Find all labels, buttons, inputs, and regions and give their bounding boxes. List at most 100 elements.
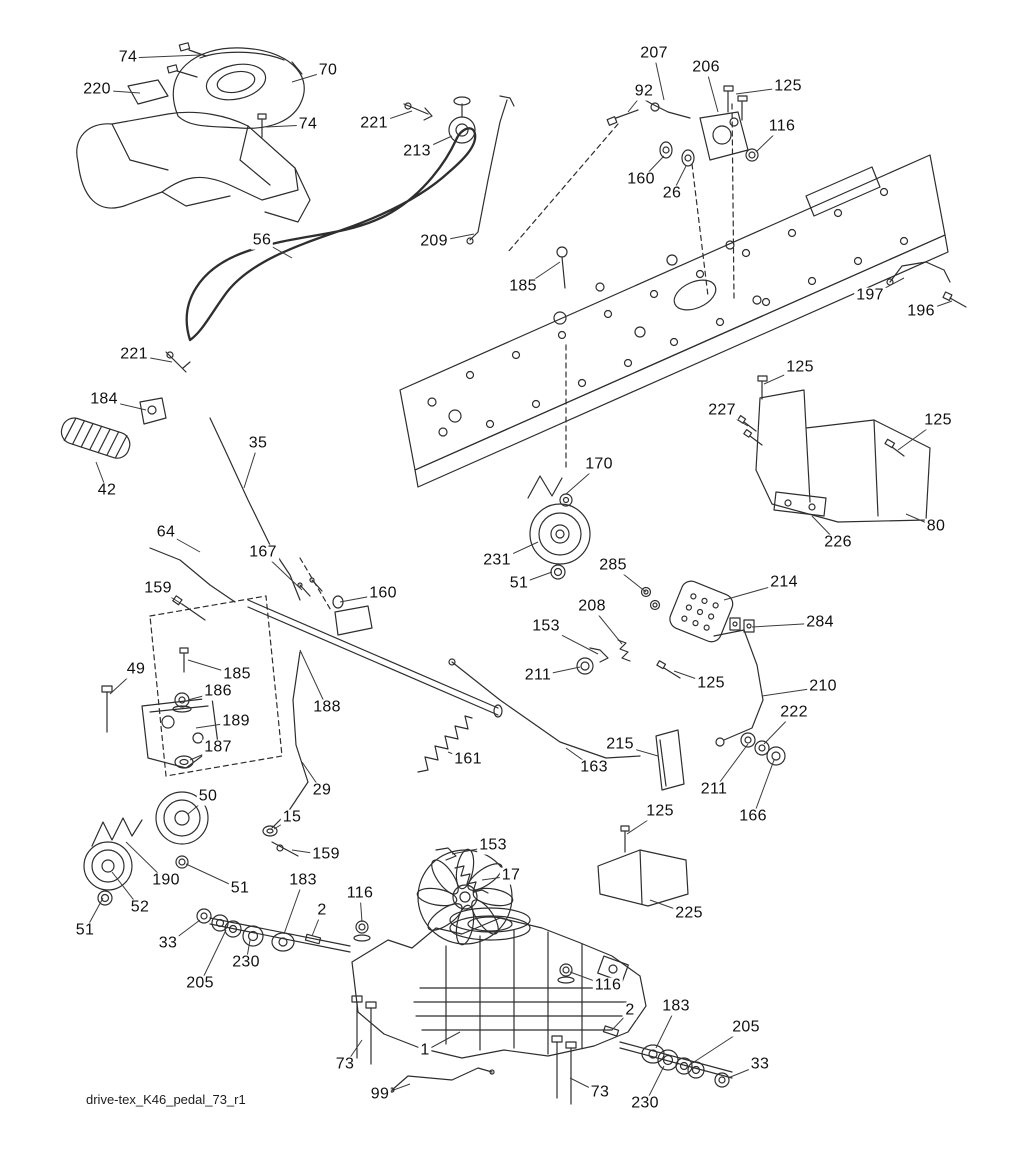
part-callout-225: 225 <box>673 904 705 923</box>
leader-line <box>127 54 201 59</box>
part-callout-197: 197 <box>854 286 886 305</box>
part-callout-184: 184 <box>88 390 120 409</box>
part-callout-2: 2 <box>623 1001 637 1020</box>
part-220-shape <box>127 79 169 105</box>
part-callout-125: 125 <box>772 77 804 96</box>
part-callout-188: 188 <box>311 698 343 717</box>
part-callout-52: 52 <box>128 898 152 917</box>
part-callout-159: 159 <box>142 579 174 598</box>
fender-panel <box>76 111 311 223</box>
part-callout-42: 42 <box>95 481 119 500</box>
part-callout-153: 153 <box>477 836 509 855</box>
part-callout-220: 220 <box>81 80 113 99</box>
part-callout-226: 226 <box>822 533 854 552</box>
part-callout-116: 116 <box>766 117 798 136</box>
part-callout-167: 167 <box>247 543 279 562</box>
part-callout-50: 50 <box>196 787 220 806</box>
pedal-shaft-assembly <box>60 351 503 857</box>
part-callout-17: 17 <box>499 866 523 885</box>
part-callout-205: 205 <box>184 974 216 993</box>
part-callout-74: 74 <box>296 115 320 134</box>
part-callout-227: 227 <box>706 401 738 420</box>
part-callout-284: 284 <box>804 613 836 632</box>
pulley-231-group <box>527 475 591 580</box>
part-callout-221: 221 <box>358 114 390 133</box>
part-callout-170: 170 <box>583 455 615 474</box>
part-callout-183: 183 <box>287 871 319 890</box>
part-callout-190: 190 <box>150 871 182 890</box>
engine-cover <box>127 42 305 138</box>
part-callout-205: 205 <box>730 1018 762 1037</box>
shield-80-group <box>737 375 931 523</box>
part-callout-196: 196 <box>905 302 937 321</box>
part-callout-33: 33 <box>156 934 180 953</box>
bolt-74-icon <box>166 42 267 138</box>
part-callout-183: 183 <box>660 997 692 1016</box>
part-callout-206: 206 <box>690 58 722 77</box>
part-callout-222: 222 <box>778 703 810 722</box>
part-callout-207: 207 <box>638 44 670 63</box>
part-callout-116: 116 <box>592 976 624 995</box>
part-callout-230: 230 <box>629 1094 661 1113</box>
assembly-dashed-lines <box>149 103 735 777</box>
rod-197-group <box>886 261 967 308</box>
frame-holes <box>427 187 909 437</box>
part-callout-92: 92 <box>632 82 656 101</box>
part-callout-221: 221 <box>118 345 150 364</box>
bracket-189-group <box>101 647 219 769</box>
part-callout-125: 125 <box>644 802 676 821</box>
cooling-fan <box>416 848 514 946</box>
part-callout-26: 26 <box>660 184 684 203</box>
part-callout-213: 213 <box>401 142 433 161</box>
part-callout-211: 211 <box>698 780 730 799</box>
part-callout-74: 74 <box>116 48 140 67</box>
part-callout-159: 159 <box>310 845 342 864</box>
part-callout-211: 211 <box>522 666 554 685</box>
part-callout-51: 51 <box>73 921 97 940</box>
part-callout-125: 125 <box>922 411 954 430</box>
transaxle-group <box>196 848 733 1105</box>
part-callout-189: 189 <box>220 712 252 731</box>
part-callout-2: 2 <box>315 901 329 920</box>
part-callout-215: 215 <box>604 735 636 754</box>
part-callout-73: 73 <box>588 1083 612 1102</box>
part-callout-214: 214 <box>768 573 800 592</box>
part-callout-99: 99 <box>368 1085 392 1104</box>
part-callout-210: 210 <box>807 677 839 696</box>
part-callout-51: 51 <box>507 574 531 593</box>
rod-209 <box>469 99 508 241</box>
part-callout-80: 80 <box>924 517 948 536</box>
part-callout-116: 116 <box>344 884 376 903</box>
part-callout-187: 187 <box>202 738 234 757</box>
chassis-frame <box>399 154 949 488</box>
part-callout-231: 231 <box>481 551 513 570</box>
part-callout-153: 153 <box>530 617 562 636</box>
part-callout-285: 285 <box>597 556 629 575</box>
part-callout-160: 160 <box>367 584 399 603</box>
part-callout-1: 1 <box>418 1041 432 1060</box>
part-callout-125: 125 <box>784 358 816 377</box>
part-callout-161: 161 <box>452 750 484 769</box>
part-callout-160: 160 <box>625 170 657 189</box>
leader-line <box>299 649 328 709</box>
drawing-reference-label: drive-tex_K46_pedal_73_r1 <box>84 1092 248 1107</box>
part-callout-125: 125 <box>695 674 727 693</box>
part-callout-15: 15 <box>280 808 304 827</box>
part-callout-209: 209 <box>418 232 450 251</box>
part-callout-49: 49 <box>124 660 148 679</box>
part-callout-166: 166 <box>737 807 769 826</box>
part-callout-56: 56 <box>250 231 274 250</box>
part-callout-185: 185 <box>507 277 539 296</box>
pulleys-50-52-group <box>83 791 209 906</box>
part-callout-230: 230 <box>230 953 262 972</box>
leader-line <box>752 759 775 818</box>
pedal-214-group <box>576 580 786 853</box>
part-callout-29: 29 <box>310 781 334 800</box>
leader-line <box>283 880 304 935</box>
part-callout-208: 208 <box>576 597 608 616</box>
part-callout-186: 186 <box>202 682 234 701</box>
part-callout-73: 73 <box>333 1055 357 1074</box>
part-callout-33: 33 <box>748 1055 772 1074</box>
